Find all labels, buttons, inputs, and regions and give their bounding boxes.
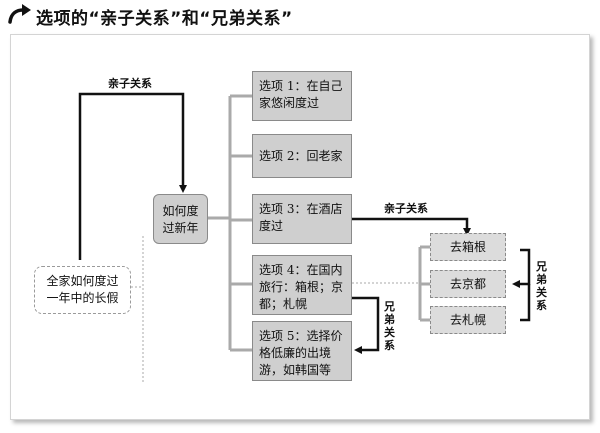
option-2-label: 选项 2：回老家: [259, 148, 343, 163]
option-5-node: 选项 5：选择价格低廉的出境游，如韩国等: [252, 321, 352, 381]
parent-child-label-top: 亲子关系: [108, 77, 152, 90]
center-node-label: 如何度过新年: [162, 204, 199, 235]
sibling-label-right: 兄弟关系: [536, 260, 547, 312]
destination-connectors: [418, 245, 430, 322]
option-4-node: 选项 4：在国内旅行：箱根；京都；札幌: [252, 255, 352, 315]
destination-kyoto-node: 去京都: [430, 270, 506, 298]
option-1-label: 选项 1：在自己家悠闲度过: [259, 79, 343, 110]
option-3-label: 选项 3：在酒店度过: [259, 202, 343, 233]
parent-child-arrows-top: [78, 92, 187, 260]
option-3-node: 选项 3：在酒店度过: [252, 194, 352, 244]
page-title: 选项的“亲子关系”和“兄弟关系”: [36, 8, 293, 29]
parent-child-label-mid: 亲子关系: [384, 202, 428, 215]
destination-sapporo-node: 去札幌: [430, 306, 506, 334]
dotted-guides: [131, 236, 430, 382]
sibling-label-mid: 兄弟关系: [384, 300, 395, 352]
option-1-node: 选项 1：在自己家悠闲度过: [252, 71, 352, 121]
curved-arrow-icon: [8, 4, 32, 28]
destination-kyoto-label: 去京都: [449, 276, 486, 291]
sibling-arrows-right: [512, 248, 531, 322]
destination-hakone-label: 去箱根: [449, 239, 486, 254]
destination-sapporo-label: 去札幌: [449, 312, 486, 327]
center-node: 如何度过新年: [153, 194, 208, 244]
destination-hakone-node: 去箱根: [430, 233, 506, 261]
root-node: 全家如何度过一年中的长假: [34, 266, 131, 314]
sibling-arrow-mid: [352, 296, 380, 354]
option-4-label: 选项 4：在国内旅行：箱根；京都；札幌: [259, 263, 344, 311]
root-node-label: 全家如何度过一年中的长假: [46, 274, 119, 305]
option-2-node: 选项 2：回老家: [252, 134, 352, 178]
option-5-label: 选项 5：选择价格低廉的出境游，如韩国等: [259, 329, 343, 377]
tree-connectors: [208, 94, 252, 352]
header: 选项的“亲子关系”和“兄弟关系”: [8, 2, 293, 30]
